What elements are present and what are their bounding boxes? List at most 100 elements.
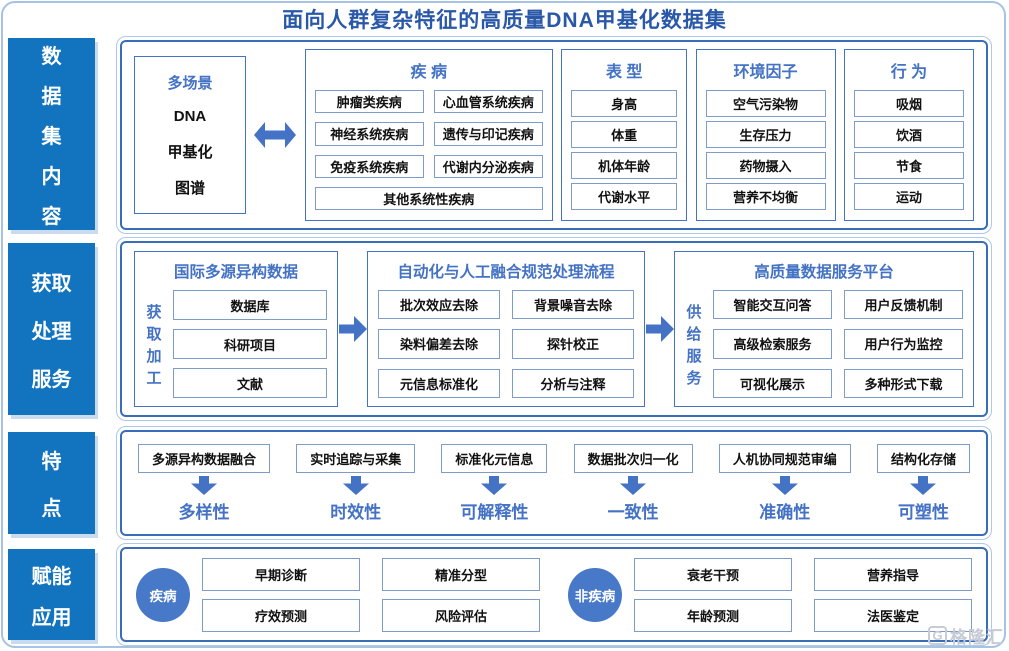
group-source-data: 国际多源异构数据 获 取 加 工 数据库 科研项目 文献 [134,251,338,407]
group-header: 自动化与人工融合规范处理流程 [397,264,615,281]
row-dataset-content: 多场景 DNA 甲基化 图谱 疾 病 肿瘤类疾病 心血管系统疾病 神经系统疾病 … [116,36,992,234]
down-arrow-icon [191,475,217,495]
section-behavior: 行 为 吸烟 饮酒 节食 运动 [843,49,974,221]
sidebar-line: 赋能 [31,565,72,588]
feature-column: 多源异构数据融合 多样性 [138,443,271,523]
feature-label: 一致性 [607,502,659,522]
source-list: 数据库 科研项目 文献 [173,290,327,398]
vertical-label-serve: 供 给 服 务 [685,290,703,398]
disease-circle: 疾病 [136,567,190,622]
down-arrow-icon [481,475,508,495]
group-service-platform: 高质量数据服务平台 供 给 服 务 智能交互问答 用户反馈机制 高级检索服务 用… [674,251,974,407]
disease-item: 遗传与印记疾病 [433,122,543,146]
feature-column: 结构化存储 可塑性 [876,443,970,523]
non-disease-circle: 非疾病 [568,567,622,622]
source-item: 科研项目 [173,329,327,359]
disease-item-wide: 其他系统性疾病 [314,186,543,210]
group-processing: 自动化与人工融合规范处理流程 批次效应去除 背景噪音去除 染料偏差去除 探针校正… [367,251,645,407]
section-header: 行 为 [890,64,928,81]
platform-item: 可视化展示 [713,368,832,398]
process-item: 染料偏差去除 [378,329,500,359]
platform-item: 智能交互问答 [713,290,832,320]
disease-item: 神经系统疾病 [314,122,424,146]
row-features: 多源异构数据融合 多样性 实时追踪与采集 时效性 标准化元信息 可解释性 数据批… [116,426,992,540]
scene-line: DNA [173,108,207,126]
feature-box: 实时追踪与采集 [296,443,416,473]
source-item: 文献 [173,368,327,398]
application-item: 法医鉴定 [814,598,972,632]
application-item: 早期诊断 [202,557,360,591]
section-header: 环境因子 [733,64,798,81]
process-grid: 批次效应去除 背景噪音去除 染料偏差去除 探针校正 元信息标准化 分析与注释 [378,290,634,398]
down-arrow-icon [342,475,369,495]
feature-box: 标准化元信息 [441,443,548,473]
phenotype-item: 代谢水平 [571,183,678,210]
sidebar-dataset-content: 数 据 集 内 容 [8,38,95,230]
platform-body: 供 给 服 务 智能交互问答 用户反馈机制 高级检索服务 用户行为监控 可视化展… [685,290,963,398]
platform-item: 用户行为监控 [844,329,963,359]
environment-item: 空气污染物 [705,90,826,117]
process-item: 批次效应去除 [378,290,500,320]
application-item: 精准分型 [382,557,540,591]
phenotype-item: 机体年龄 [571,152,678,179]
vertical-char: 供 [686,303,702,321]
disease-item: 心血管系统疾病 [433,90,543,114]
right-arrow-icon [645,316,674,342]
feature-column: 人机协同规范审编 准确性 [718,443,851,523]
feature-label: 可塑性 [897,502,949,522]
platform-item: 高级检索服务 [713,329,832,359]
process-item: 分析与注释 [512,368,634,398]
platform-item: 多种形式下载 [844,368,963,398]
section-environment: 环境因子 空气污染物 生存压力 药物摄入 营养不均衡 [695,49,836,221]
vertical-char: 工 [146,369,162,387]
sidebar-acquire-process-serve: 获取 处理 服务 [8,243,95,415]
environment-item: 药物摄入 [705,152,826,179]
scene-header: 多场景 [167,75,213,93]
application-item: 风险评估 [382,598,540,632]
application-group-non-disease: 非疾病 衰老干预 年龄预测 营养指导 法医鉴定 [568,557,972,632]
page-title: 面向人群复杂特征的高质量DNA甲基化数据集 [282,9,727,32]
watermark: G 格隆汇 [928,623,1004,648]
behavior-item: 运动 [853,183,964,210]
feature-label: 可解释性 [460,502,529,522]
down-arrow-icon [771,475,798,495]
behavior-item: 节食 [853,152,964,179]
sidebar-char: 内 [41,165,62,188]
vertical-label-acquire: 获 取 加 工 [145,290,163,398]
double-arrow-icon [254,122,297,148]
application-group-disease: 疾病 早期诊断 疗效预测 精准分型 风险评估 [136,557,540,632]
sidebar-line: 处理 [31,320,72,343]
watermark-text: 格隆汇 [950,628,1004,647]
sidebar-char: 集 [41,125,62,148]
sidebar-features: 特 点 [8,432,95,534]
sidebar-char: 容 [41,205,62,228]
row-applications: 疾病 早期诊断 疗效预测 精准分型 风险评估 非疾病 衰老干预 年龄预测 营养指… [116,543,992,646]
scene-line: 图谱 [174,179,205,197]
platform-grid: 智能交互问答 用户反馈机制 高级检索服务 用户行为监控 可视化展示 多种形式下载 [713,290,963,398]
feature-box: 结构化存储 [876,443,970,473]
application-item: 营养指导 [814,557,972,591]
disease-item: 肿瘤类疾病 [314,90,424,114]
group-header: 国际多源异构数据 [173,264,298,281]
source-body: 获 取 加 工 数据库 科研项目 文献 [145,290,327,398]
behavior-list: 吸烟 饮酒 节食 运动 [853,90,964,210]
process-item: 背景噪音去除 [512,290,634,320]
group-header: 高质量数据服务平台 [754,264,894,281]
down-arrow-icon [910,475,937,495]
behavior-item: 吸烟 [853,90,964,117]
application-item: 疗效预测 [202,598,360,632]
section-header: 表 型 [605,64,643,81]
platform-item: 用户反馈机制 [844,290,963,320]
application-item: 年龄预测 [634,598,792,632]
vertical-char: 务 [686,369,702,387]
vertical-char: 给 [686,325,702,343]
sidebar-line: 服务 [31,368,72,391]
phenotype-item: 身高 [571,90,678,117]
feature-box: 人机协同规范审编 [718,443,851,473]
vertical-char: 取 [146,325,162,343]
disease-item: 代谢内分泌疾病 [433,154,543,178]
feature-box: 多源异构数据融合 [138,443,271,473]
section-phenotype: 表 型 身高 体重 机体年龄 代谢水平 [561,49,688,221]
sidebar-char: 据 [41,85,62,108]
